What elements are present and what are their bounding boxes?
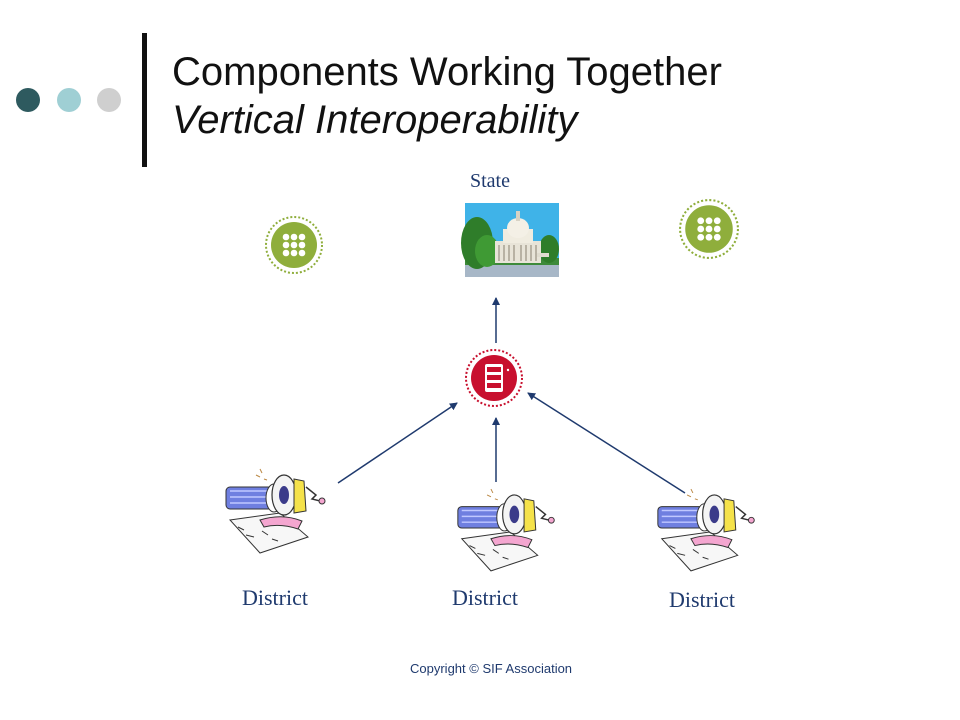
arrow-right-district-to-server: [527, 392, 686, 494]
red-server-icon: [465, 349, 523, 407]
state-label: State: [470, 170, 510, 192]
district-machine-icon-center: [457, 488, 555, 572]
district-label-left: District: [242, 585, 308, 610]
title-main: Components Working Together: [172, 50, 722, 94]
agent-icon-right: [679, 199, 739, 259]
district-label-right: District: [669, 587, 735, 612]
district-machine-icon-right: [657, 488, 755, 572]
dot-mid: [57, 88, 81, 112]
dot-dark: [16, 88, 40, 112]
capitol-building-icon: [461, 203, 559, 277]
district-label-center: District: [452, 585, 518, 610]
slide-title: Components Working Together Vertical Int…: [172, 48, 722, 144]
title-accent-bar: [142, 33, 147, 167]
dot-light: [97, 88, 121, 112]
decorative-dots: [16, 88, 121, 112]
title-subtitle: Vertical Interoperability: [172, 98, 578, 142]
copyright-notice: Copyright © SIF Association: [410, 661, 573, 676]
arrow-left-district-to-server: [337, 402, 458, 484]
agent-icon-left: [265, 216, 323, 274]
district-machine-icon-left: [225, 468, 326, 554]
